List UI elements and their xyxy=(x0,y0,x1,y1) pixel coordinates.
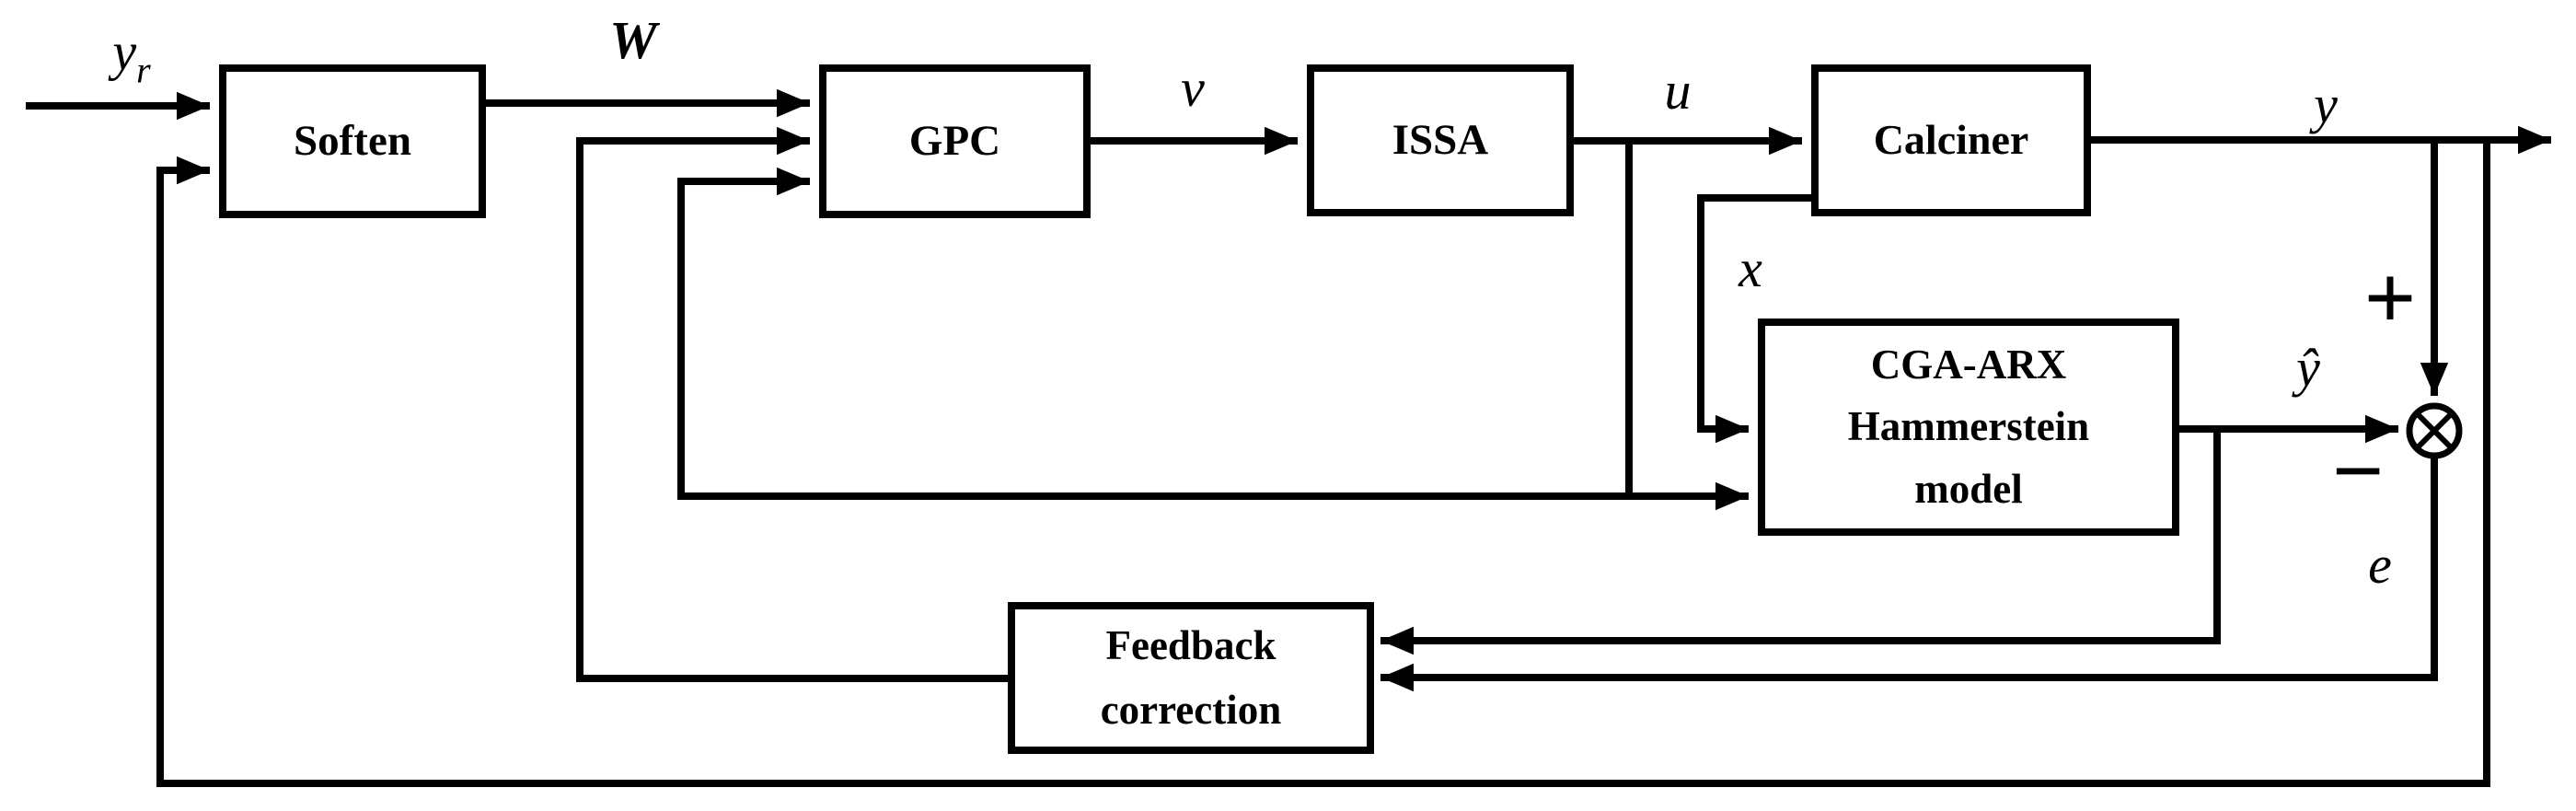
signal-label-w: W xyxy=(609,10,657,70)
wire-u-feedback-to-gpc xyxy=(677,167,1629,500)
calciner-block: Calciner xyxy=(1811,64,2091,216)
wire-yhat-to-feedback xyxy=(1380,429,2221,655)
soften-label: Soften xyxy=(294,117,411,166)
calciner-label: Calciner xyxy=(1873,116,2029,164)
sum-junction xyxy=(2406,402,2463,459)
signal-label-e: e xyxy=(2368,535,2392,595)
sum-plus-sign: + xyxy=(2363,247,2417,349)
wire-e-to-feedback xyxy=(1380,458,2438,692)
signal-label-yr: yr xyxy=(112,21,151,91)
wire-feedback-to-gpc xyxy=(576,126,1008,682)
hammerstein-model-block: CGA-ARX Hammerstein model xyxy=(1758,319,2179,536)
signal-label-v: v xyxy=(1181,58,1205,118)
gpc-label: GPC xyxy=(908,117,1001,166)
wire-x-calciner-to-model xyxy=(1697,194,1811,444)
gpc-block: GPC xyxy=(819,64,1091,218)
feedback-correction-block: Feedback correction xyxy=(1008,602,1374,754)
signal-label-u: u xyxy=(1664,61,1692,121)
signal-label-x: x xyxy=(1739,238,1762,298)
wire-y-outer-feedback xyxy=(156,140,2490,787)
issa-block: ISSA xyxy=(1307,64,1574,216)
signal-label-y: y xyxy=(2314,75,2338,134)
issa-label: ISSA xyxy=(1392,116,1489,165)
signal-label-yhat: ŷ xyxy=(2296,338,2320,398)
soften-block: Soften xyxy=(219,64,486,218)
sum-minus-sign: − xyxy=(2331,420,2385,522)
hammerstein-model-label: CGA-ARX Hammerstein model xyxy=(1847,341,2090,512)
feedback-correction-label: Feedback correction xyxy=(1100,621,1282,733)
